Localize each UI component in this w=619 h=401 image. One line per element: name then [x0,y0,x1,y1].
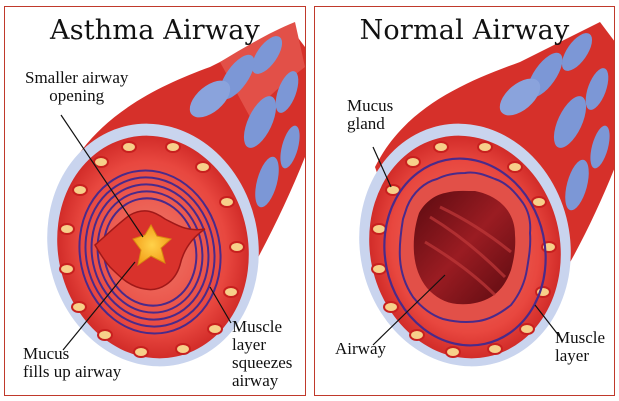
muscle-layer-label: Muscle layer [555,329,605,365]
airway-lumen [414,191,516,304]
muscle-layer-squeezes-label: Muscle layer squeezes airway [232,318,292,390]
asthma-airway-panel: Asthma Airway Smaller airway opening Muc… [4,6,306,396]
normal-airway-panel: Normal Airway Mucus gland Airway Muscle … [314,6,615,396]
mucus-gland-label: Mucus gland [347,97,393,133]
airway-label: Airway [335,340,386,358]
panel-title: Asthma Airway [5,15,305,46]
smaller-airway-opening-label: Smaller airway opening [25,69,128,105]
mucus-fills-airway-label: Mucus fills up airway [23,345,121,381]
panel-title: Normal Airway [315,15,614,46]
